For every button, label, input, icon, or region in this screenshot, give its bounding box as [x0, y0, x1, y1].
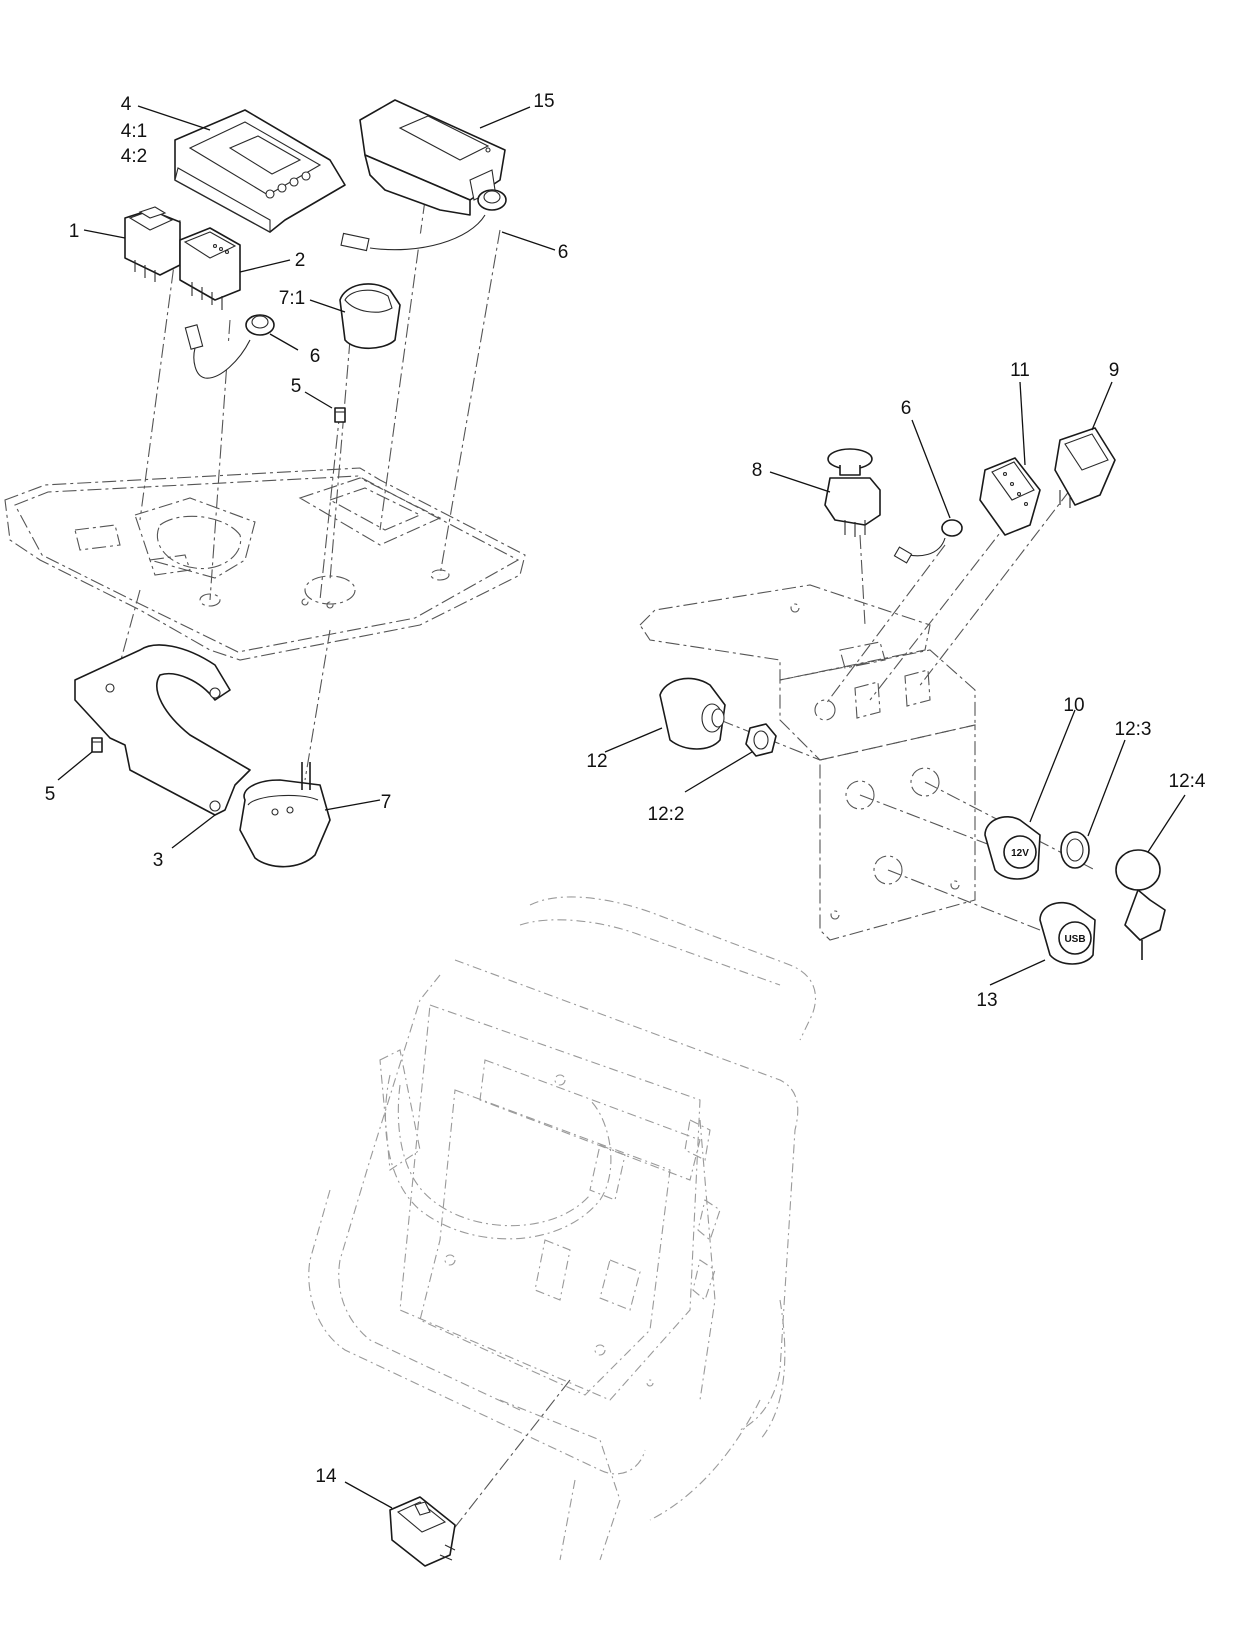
callout-2: 2 [295, 250, 306, 271]
callout-5-upper: 5 [291, 376, 302, 397]
key-switch-12 [659, 677, 726, 750]
callout-12-3: 12:3 [1115, 719, 1152, 740]
callout-9: 9 [1109, 360, 1120, 381]
rocker-switch-9 [1054, 427, 1116, 508]
callout-1: 1 [69, 221, 80, 242]
nut-12-2 [745, 723, 777, 757]
callout-6-upper: 6 [558, 242, 569, 263]
callout-12-4: 12:4 [1169, 771, 1206, 792]
callout-5-lower: 5 [45, 784, 56, 805]
callout-7-1: 7:1 [279, 288, 305, 309]
plunger-switch-8 [824, 448, 881, 537]
indicator-light-6-upper [340, 189, 507, 252]
power-socket-10: 12V [984, 816, 1041, 880]
key-12-4 [1115, 849, 1166, 960]
callout-11: 11 [1010, 360, 1030, 381]
callout-6-left: 6 [310, 346, 321, 367]
right-alignment-lines [444, 489, 1096, 1541]
usb-socket-13: USB [1039, 901, 1096, 965]
right-console-bracket [639, 584, 976, 941]
indicator-light-6-right [893, 519, 963, 564]
left-alignment-lines [109, 199, 501, 781]
rocker-switch-1 [124, 206, 181, 282]
display-module-4 [174, 109, 346, 233]
callout-4: 4 [121, 94, 132, 115]
leader-lines [57, 105, 1186, 1509]
callout-4-2: 4:2 [121, 146, 147, 167]
ring-nut-12-3 [1060, 831, 1090, 869]
callout-12-2: 12:2 [648, 804, 685, 825]
machine-body-ghost [308, 896, 816, 1561]
callout-7: 7 [381, 792, 392, 813]
callout-10: 10 [1063, 695, 1084, 716]
knob-7-1 [339, 283, 401, 350]
callout-12: 12 [586, 751, 607, 772]
usb-socket-label: USB [1064, 934, 1085, 945]
callout-14: 14 [315, 1466, 337, 1487]
left-console-panel [4, 467, 526, 661]
callout-13: 13 [976, 990, 997, 1011]
screw-5-upper [334, 407, 346, 423]
screw-5-lower [91, 737, 103, 753]
callout-4-1: 4:1 [121, 121, 147, 142]
callout-6-right: 6 [901, 398, 912, 419]
rocker-switch-11 [979, 457, 1041, 536]
bracket-3 [74, 644, 251, 816]
power-socket-label: 12V [1011, 848, 1029, 859]
callout-8: 8 [752, 460, 763, 481]
rocker-switch-14 [389, 1496, 456, 1567]
indicator-light-6-left [184, 314, 275, 379]
callout-15: 15 [533, 91, 554, 112]
callout-3: 3 [153, 850, 164, 871]
actuator-7 [239, 762, 331, 868]
rocker-switch-2 [179, 227, 241, 310]
callout-labels: 4 4:1 4:2 15 1 2 6 7:1 6 5 5 3 7 11 9 6 … [45, 91, 1206, 1487]
